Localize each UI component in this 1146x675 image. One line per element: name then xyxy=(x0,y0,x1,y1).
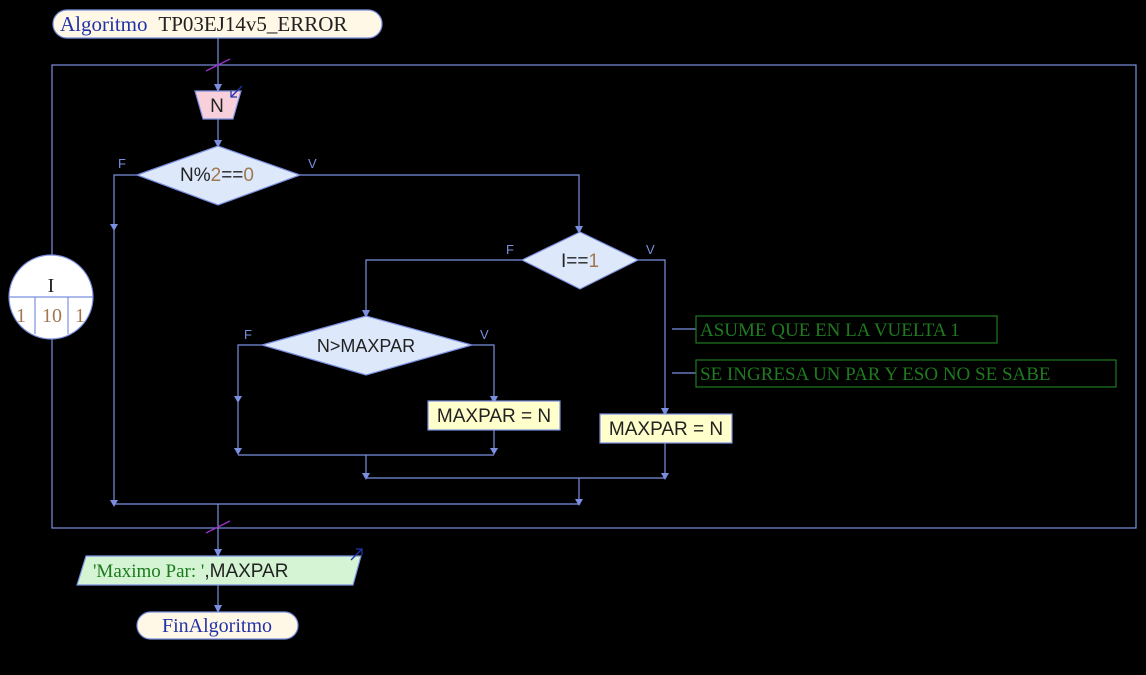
loop-step: 1 xyxy=(75,305,85,327)
decision1-number: 2 xyxy=(211,165,222,186)
loop-frame xyxy=(51,64,1137,529)
for-loop-node[interactable]: I 1 10 1 xyxy=(8,254,94,340)
decision-greater-than-max[interactable]: N>MAXPAR F V xyxy=(244,315,489,376)
comment-2[interactable]: SE INGRESA UN PAR Y ESO NO SE SABE xyxy=(695,359,1117,388)
decision-first-iteration[interactable]: I==1 F V xyxy=(506,231,655,290)
connector-lines xyxy=(51,38,1137,613)
output-rest: ,MAXPAR xyxy=(204,561,288,582)
svg-text:'Maximo Par: ',MAXPAR: 'Maximo Par: ',MAXPAR xyxy=(93,561,288,582)
svg-text:N%2==0: N%2==0 xyxy=(180,165,254,186)
decision2-operator: == xyxy=(566,251,588,272)
start-keyword: Algoritmo xyxy=(60,12,148,36)
assign-node-inner[interactable]: MAXPAR = N xyxy=(427,400,561,431)
decision1-operator: == xyxy=(221,165,243,186)
comment-2-text: SE INGRESA UN PAR Y ESO NO SE SABE xyxy=(700,364,1051,385)
input-arrow-icon xyxy=(230,85,243,98)
read-node[interactable]: N xyxy=(194,85,243,120)
algorithm-end[interactable]: FinAlgoritmo xyxy=(136,611,299,640)
svg-text:Algoritmo TP03EJ14v5_ERR: Algoritmo TP03EJ14v5_ERROR xyxy=(60,12,347,36)
svg-text:I==1: I==1 xyxy=(561,251,599,272)
decision2-left: I xyxy=(561,251,566,272)
assign-inner-text: MAXPAR = N xyxy=(437,406,551,427)
decision2-right: 1 xyxy=(588,251,599,272)
assign-first-text: MAXPAR = N xyxy=(609,419,723,440)
output-string: 'Maximo Par: ' xyxy=(93,561,204,582)
decision1-false-label: F xyxy=(118,156,126,171)
decision1-true-label: V xyxy=(308,156,317,171)
loop-variable: I xyxy=(48,275,55,297)
read-variable: N xyxy=(210,96,224,117)
decision1-left: N% xyxy=(180,165,211,186)
decision2-true-label: V xyxy=(646,242,655,257)
comment-1[interactable]: ASUME QUE EN LA VUELTA 1 xyxy=(695,315,998,344)
end-label: FinAlgoritmo xyxy=(162,615,272,637)
output-node[interactable]: 'Maximo Par: ',MAXPAR xyxy=(76,548,363,586)
algorithm-name: TP03EJ14v5_ERROR xyxy=(158,12,347,36)
loop-start: 1 xyxy=(16,305,26,327)
decision-even-check[interactable]: N%2==0 F V xyxy=(118,145,317,206)
decision3-true-label: V xyxy=(480,327,489,342)
assign-node-first[interactable]: MAXPAR = N xyxy=(599,413,733,444)
output-arrow-icon xyxy=(350,548,363,561)
comment-1-text: ASUME QUE EN LA VUELTA 1 xyxy=(700,320,960,341)
decision3-false-label: F xyxy=(244,327,252,342)
merge-arrowheads xyxy=(110,224,669,507)
decision1-right: 0 xyxy=(243,165,254,186)
algorithm-start[interactable]: Algoritmo TP03EJ14v5_ERROR xyxy=(52,9,383,39)
loop-cut-marks xyxy=(205,58,231,534)
decision2-false-label: F xyxy=(506,242,514,257)
decision3-condition: N>MAXPAR xyxy=(317,336,415,356)
loop-end: 10 xyxy=(42,305,62,327)
